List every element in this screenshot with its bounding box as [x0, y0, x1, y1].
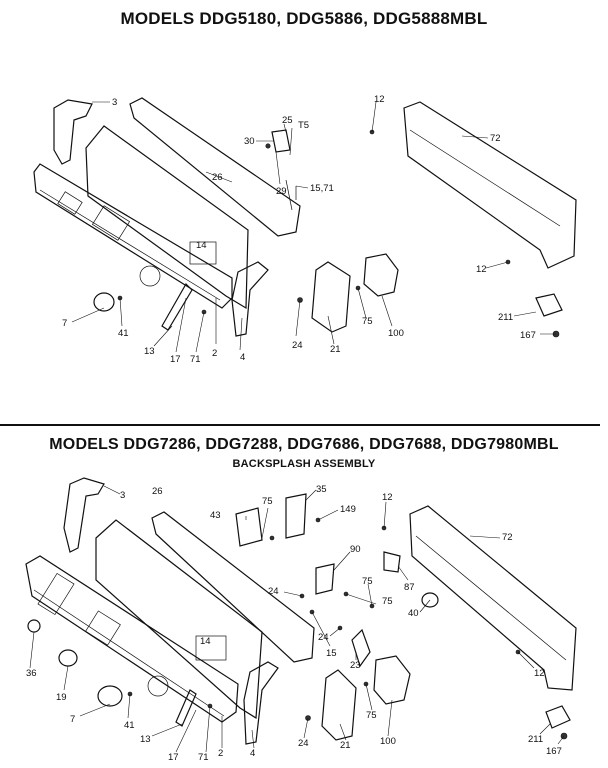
front-panel	[25, 555, 239, 723]
label-12-top: 12	[374, 94, 385, 105]
switch-bracket	[271, 129, 291, 153]
label-75-d: 75	[366, 710, 377, 721]
label-21: 21	[340, 740, 351, 751]
label-72: 72	[502, 532, 513, 543]
switch-43	[235, 507, 263, 547]
label-25: 25	[282, 115, 293, 126]
label-167: 167	[520, 330, 536, 341]
label-41: 41	[124, 720, 135, 731]
label-211: 211	[498, 312, 513, 323]
label-40: 40	[408, 608, 419, 619]
label-29: 29	[276, 186, 287, 197]
label-24: 24	[292, 340, 303, 351]
label-24-c: 24	[298, 738, 309, 749]
trim-strip	[129, 97, 301, 237]
label-24-b: 24	[318, 632, 329, 643]
label-43: 43	[210, 510, 221, 521]
label-15-71: 15,71	[310, 183, 334, 194]
label-2: 2	[218, 748, 223, 759]
top-models-title: MODELS DDG5180, DDG5886, DDG5888MBL	[120, 9, 488, 28]
label-23: 23	[350, 660, 361, 671]
label-41: 41	[118, 328, 129, 339]
label-7: 7	[62, 318, 67, 329]
label-71: 71	[198, 752, 209, 763]
label-12-right: 12	[476, 264, 487, 275]
label-t5: T5	[298, 120, 309, 131]
bracket-bar	[161, 283, 193, 331]
label-4: 4	[240, 352, 245, 363]
lower-bracket	[535, 293, 563, 317]
label-17: 17	[168, 752, 179, 763]
knob-large	[97, 685, 123, 707]
label-15: 15	[326, 648, 337, 659]
label-71: 71	[190, 354, 201, 365]
label-149: 149	[340, 504, 356, 515]
knob	[93, 292, 115, 312]
label-30: 30	[244, 136, 255, 147]
part-23	[351, 628, 371, 668]
label-75-b: 75	[362, 576, 373, 587]
label-4: 4	[250, 748, 255, 759]
label-26: 26	[212, 172, 223, 183]
label-36: 36	[26, 668, 37, 679]
label-13: 13	[140, 734, 151, 745]
label-167: 167	[546, 746, 562, 757]
label-14: 14	[200, 636, 211, 647]
rear-bracket	[409, 505, 577, 691]
part-40	[421, 592, 439, 608]
knob-push	[27, 619, 41, 633]
label-12-right: 12	[534, 668, 545, 679]
label-7: 7	[70, 714, 75, 725]
label-3: 3	[112, 97, 117, 108]
switch-35	[285, 493, 307, 539]
label-12-top: 12	[382, 492, 393, 503]
trim-strip	[151, 511, 315, 663]
switch-90	[315, 563, 335, 595]
end-cap-left	[63, 477, 105, 553]
timer-plate	[321, 669, 357, 741]
label-75-c: 75	[382, 596, 393, 607]
label-211: 211	[528, 734, 543, 745]
label-2: 2	[212, 348, 217, 359]
label-75-a: 75	[262, 496, 273, 507]
end-cap-right	[231, 261, 269, 337]
selector-switch	[373, 655, 411, 705]
bottom-diagram: 3 26 43 75 35 149 12 72 90 75 87 24 75 4…	[25, 477, 577, 763]
end-cap-left	[53, 99, 93, 165]
timer-plate	[311, 261, 351, 333]
end-cap-right	[243, 661, 279, 745]
label-100: 100	[388, 328, 404, 339]
selector-switch	[363, 253, 399, 297]
rear-bracket	[403, 101, 577, 269]
knob-small	[58, 649, 78, 667]
label-100: 100	[380, 736, 396, 747]
rear-console-panel	[85, 125, 249, 310]
label-75: 75	[362, 316, 373, 327]
label-21: 21	[330, 344, 341, 355]
rear-console-panel	[95, 519, 263, 720]
section-divider	[0, 424, 600, 426]
label-90: 90	[350, 544, 361, 555]
label-3: 3	[120, 490, 125, 501]
top-diagram: 3 26 30 25 T5 29 15,71 12 72 14 12 7 41 …	[33, 94, 577, 365]
bracket-bar	[175, 689, 197, 727]
label-72: 72	[490, 133, 501, 144]
label-87: 87	[404, 582, 415, 593]
backsplash-assembly-subtitle: BACKSPLASH ASSEMBLY	[232, 458, 376, 470]
label-35: 35	[316, 484, 327, 495]
label-17: 17	[170, 354, 181, 365]
label-24-a: 24	[268, 586, 279, 597]
label-14: 14	[196, 240, 207, 251]
label-26: 26	[152, 486, 163, 497]
label-19: 19	[56, 692, 67, 703]
lower-bracket	[545, 705, 571, 729]
bottom-models-title: MODELS DDG7286, DDG7288, DDG7686, DDG768…	[49, 436, 559, 453]
switch-87	[383, 551, 401, 573]
front-panel	[33, 163, 233, 309]
label-13: 13	[144, 346, 155, 357]
